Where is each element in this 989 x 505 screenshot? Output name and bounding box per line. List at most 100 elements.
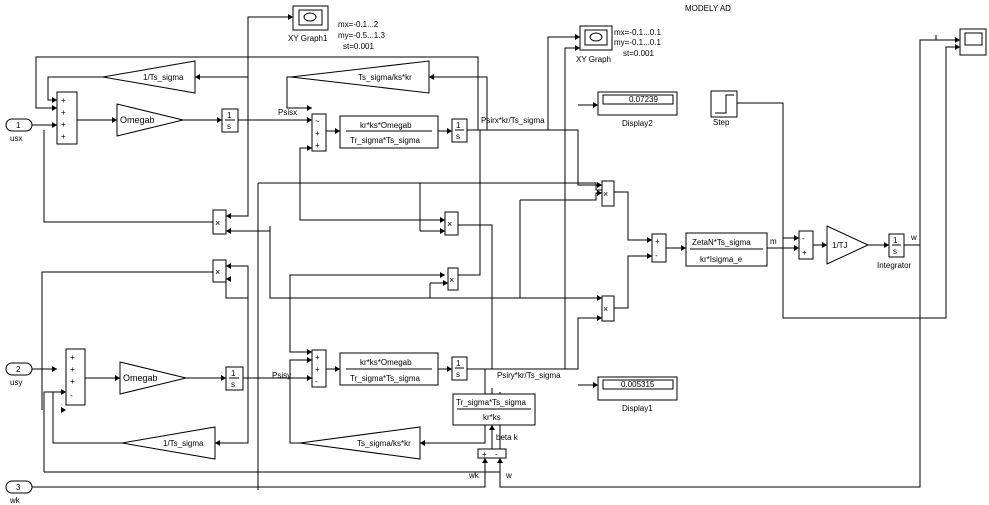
svg-text:w: w (910, 233, 917, 242)
svg-text:×: × (447, 219, 452, 229)
svg-text:1: 1 (456, 359, 461, 368)
xy-graph-2[interactable]: XY Graph mx=-0.1...0.1 my=-0.1...0.1 st=… (576, 25, 661, 64)
integrator-4[interactable]: 1 s (451, 356, 468, 381)
signal-lines (32, 16, 960, 490)
product-block-4[interactable]: × (447, 267, 459, 291)
transfer-block-bottom[interactable]: kr*ks*Omegab Tr_sigma*Ts_sigma (339, 352, 439, 386)
svg-text:Tr_sigma*Ts_sigma: Tr_sigma*Ts_sigma (350, 136, 420, 145)
product-block-6[interactable]: × (601, 295, 615, 322)
svg-text:1: 1 (893, 236, 898, 245)
svg-text:-: - (315, 377, 318, 386)
svg-text:+: + (315, 365, 320, 374)
svg-text:Step: Step (713, 118, 730, 127)
integrator-2[interactable]: 1 s (225, 366, 244, 391)
svg-text:kr*Isigma_e: kr*Isigma_e (700, 255, 743, 264)
svg-text:×: × (603, 304, 608, 314)
svg-text:Tr_sigma*Ts_sigma: Tr_sigma*Ts_sigma (350, 374, 420, 383)
svg-text:-: - (70, 391, 73, 400)
svg-text:+: + (655, 237, 660, 246)
sum-block-2[interactable]: + + + - (65, 348, 86, 406)
display-2[interactable]: 0.07239 Display2 (597, 91, 678, 128)
scope-w[interactable] (959, 28, 987, 56)
sum-block-beta[interactable]: + - (477, 448, 507, 459)
svg-text:XY Graph: XY Graph (576, 55, 611, 64)
product-block-1[interactable]: × (212, 209, 227, 235)
svg-text:+: + (315, 129, 320, 138)
svg-text:1: 1 (16, 121, 21, 130)
svg-text:Ts_sigma/ks*kr: Ts_sigma/ks*kr (357, 439, 411, 448)
svg-text:Omegab: Omegab (123, 373, 158, 383)
svg-text:mx=-0.1...0.1: mx=-0.1...0.1 (614, 28, 661, 37)
svg-text:my=-0.1...0.1: my=-0.1...0.1 (614, 38, 661, 47)
svg-text:-: - (495, 450, 498, 459)
integrator-w[interactable]: 1 s (888, 233, 905, 258)
svg-text:kr*ks: kr*ks (483, 413, 501, 422)
integrator-1[interactable]: 1 s (221, 108, 239, 133)
inport-2[interactable]: 2 usy (5, 362, 33, 387)
svg-text:kr*ks*Omegab: kr*ks*Omegab (360, 358, 412, 367)
arrowheads (52, 14, 960, 463)
zeta-block[interactable]: ZetaN*Ts_sigma kr*Isigma_e (685, 232, 768, 267)
svg-text:-: - (802, 234, 805, 243)
svg-text:×: × (215, 218, 220, 228)
gain-ts-ks-kr-bottom[interactable]: Ts_sigma/ks*kr (299, 426, 421, 460)
product-block-3[interactable]: × (444, 211, 459, 236)
svg-text:Psiry*kr/Ts_sigma: Psiry*kr/Ts_sigma (497, 371, 561, 380)
svg-text:s: s (456, 370, 460, 379)
step-source[interactable]: Step (710, 90, 738, 127)
svg-text:0.07239: 0.07239 (629, 95, 658, 104)
xy-graph-1[interactable]: XY Graph1 mx=-0.1...2 my=-0.5...1.3 st=0… (288, 5, 385, 51)
svg-text:2: 2 (16, 365, 21, 374)
product-block-2[interactable]: × (212, 259, 227, 283)
beta-block[interactable]: Tr_sigma*Ts_sigma kr*ks (452, 393, 536, 426)
svg-text:my=-0.5...1.3: my=-0.5...1.3 (338, 31, 385, 40)
gain-omegab-bottom[interactable]: Omegab (119, 361, 187, 395)
display-1[interactable]: 0.005315 Display1 (597, 376, 678, 413)
svg-text:s: s (231, 380, 235, 389)
gain-inv-tj[interactable]: 1/TJ (826, 225, 870, 265)
svg-text:beta k: beta k (496, 433, 519, 442)
sum-block-5[interactable]: + - (651, 233, 667, 263)
svg-text:1/Ts_sigma: 1/Ts_sigma (163, 439, 204, 448)
svg-text:wk: wk (9, 496, 21, 505)
transfer-block-top[interactable]: kr*ks*Omegab Tr_sigma*Ts_sigma (339, 115, 439, 149)
svg-text:Ts_sigma/ks*kr: Ts_sigma/ks*kr (358, 73, 412, 82)
svg-text:×: × (215, 267, 220, 277)
inport-1[interactable]: 1 usx (5, 118, 33, 143)
svg-text:+: + (61, 108, 66, 117)
svg-text:+: + (61, 120, 66, 129)
svg-text:+: + (70, 365, 75, 374)
svg-text:1: 1 (227, 111, 232, 120)
svg-text:0.005315: 0.005315 (621, 380, 655, 389)
gain-inv-ts-top[interactable]: 1/Ts_sigma (102, 60, 196, 94)
svg-text:kr*ks*Omegab: kr*ks*Omegab (360, 121, 412, 130)
svg-text:Display2: Display2 (622, 119, 653, 128)
sum-block-1[interactable]: + + + + (56, 91, 78, 145)
integrator-label: Integrator (877, 261, 912, 270)
inport-3[interactable]: 3 wk (5, 480, 33, 505)
svg-text:Psirx*kr/Ts_sigma: Psirx*kr/Ts_sigma (481, 116, 545, 125)
integrator-3[interactable]: 1 s (451, 118, 468, 143)
svg-text:mx=-0.1...2: mx=-0.1...2 (338, 20, 379, 29)
gain-inv-ts-bottom[interactable]: 1/Ts_sigma (121, 426, 216, 460)
svg-text:s: s (456, 132, 460, 141)
svg-text:+: + (315, 141, 320, 150)
svg-text:st=0.001: st=0.001 (623, 49, 654, 58)
svg-text:XY Graph1: XY Graph1 (288, 34, 328, 43)
gain-omegab-top[interactable]: Omegab (116, 103, 184, 137)
svg-text:1/Ts_sigma: 1/Ts_sigma (143, 73, 184, 82)
svg-text:+: + (482, 450, 487, 459)
svg-text:+: + (70, 353, 75, 362)
svg-text:Psisx: Psisx (278, 108, 297, 117)
svg-text:+: + (70, 377, 75, 386)
sum-block-3[interactable]: ~ + + (311, 113, 327, 152)
svg-text:Tr_sigma*Ts_sigma: Tr_sigma*Ts_sigma (456, 398, 526, 407)
sum-block-6[interactable]: - + (798, 230, 814, 260)
svg-text:+: + (61, 96, 66, 105)
sum-block-4[interactable]: + + - (311, 349, 327, 388)
gain-ts-ks-kr-top[interactable]: Ts_sigma/ks*kr (290, 60, 430, 94)
svg-text:Psisy: Psisy (272, 371, 291, 380)
product-block-5[interactable]: × (601, 180, 615, 207)
svg-text:+: + (315, 353, 320, 362)
